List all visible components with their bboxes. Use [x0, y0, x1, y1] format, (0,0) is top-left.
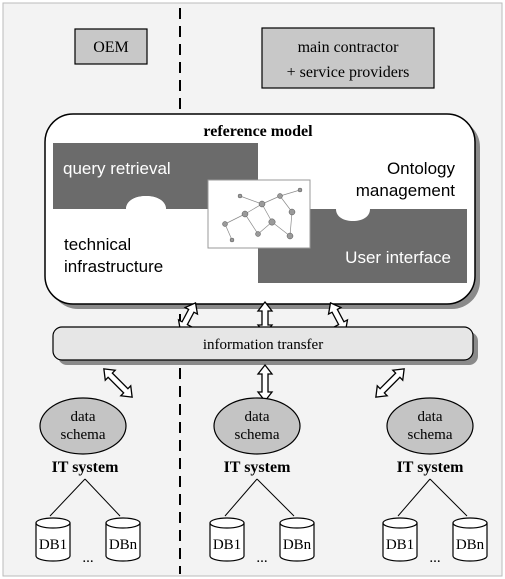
database-cylinder: DBn: [452, 517, 488, 562]
data-schema-ellipse: [213, 397, 301, 455]
information-transfer-bar: information transfer: [52, 326, 478, 365]
technical-label-line1: technical: [64, 235, 131, 254]
lower-transfer-arrows: [103, 363, 405, 403]
arrow-left-lower: [103, 368, 133, 398]
db-first-label: DB1: [386, 537, 414, 553]
technical-label-line2: infrastructure: [64, 257, 163, 276]
database-cylinder: DB1: [209, 517, 245, 562]
data-schema-line2: schema: [235, 427, 280, 443]
reference-model-title: reference model: [203, 123, 313, 140]
data-schema-line2: schema: [61, 427, 106, 443]
tree-branch-left: [49, 478, 86, 517]
tree-branch-left: [224, 478, 258, 517]
tree-branch-right: [429, 478, 468, 517]
query-retrieval-label: query retrieval: [63, 159, 171, 178]
it-system-3: data schema IT system DB1 ... DBn: [382, 397, 488, 566]
information-transfer-label: information transfer: [203, 337, 323, 353]
db-ellipsis: ...: [256, 550, 267, 566]
user-interface-label: User interface: [345, 248, 451, 267]
upper-transfer-arrows: [177, 300, 349, 336]
data-schema-line1: data: [245, 409, 270, 425]
tree-branch-left: [397, 478, 431, 517]
db-last-label: DBn: [109, 537, 138, 553]
data-schema-ellipse: [386, 397, 474, 455]
database-cylinder: DBn: [279, 517, 315, 562]
tree-branch-right: [256, 478, 295, 517]
db-last-label: DBn: [283, 537, 312, 553]
it-system-label: IT system: [397, 459, 464, 476]
data-schema-ellipse: [39, 397, 127, 455]
it-system-2: data schema IT system DB1 ... DBn: [209, 397, 315, 566]
it-system-1: data schema IT system DB1 ... DBn: [35, 397, 141, 566]
data-schema-line1: data: [71, 409, 96, 425]
oem-label: OEM: [93, 39, 129, 56]
db-ellipsis: ...: [82, 550, 93, 566]
it-system-label: IT system: [52, 459, 119, 476]
ontology-label-line2: management: [356, 181, 456, 200]
oem-box: OEM: [74, 28, 148, 65]
db-ellipsis: ...: [429, 550, 440, 566]
arrow-right-lower: [375, 368, 405, 398]
it-system-label: IT system: [224, 459, 291, 476]
database-cylinder: DB1: [382, 517, 418, 562]
contractor-label-line1: main contractor: [298, 39, 400, 56]
db-first-label: DB1: [39, 537, 67, 553]
database-cylinder: DB1: [35, 517, 71, 562]
data-schema-line2: schema: [408, 427, 453, 443]
puzzle-piece-technical: [53, 196, 258, 283]
db-first-label: DB1: [213, 537, 241, 553]
db-last-label: DBn: [456, 537, 485, 553]
contractor-box: main contractor + service providers: [261, 27, 435, 89]
reference-model: reference model query retrieval Ontology…: [44, 113, 480, 309]
ontology-graph-image: [207, 179, 311, 249]
contractor-label-line2: + service providers: [287, 64, 410, 81]
puzzle-piece-query-retrieval: [53, 143, 258, 209]
data-schema-line1: data: [418, 409, 443, 425]
tree-branch-right: [84, 478, 121, 517]
database-cylinder: DBn: [105, 517, 141, 562]
ontology-label-line1: Ontology: [387, 159, 456, 178]
